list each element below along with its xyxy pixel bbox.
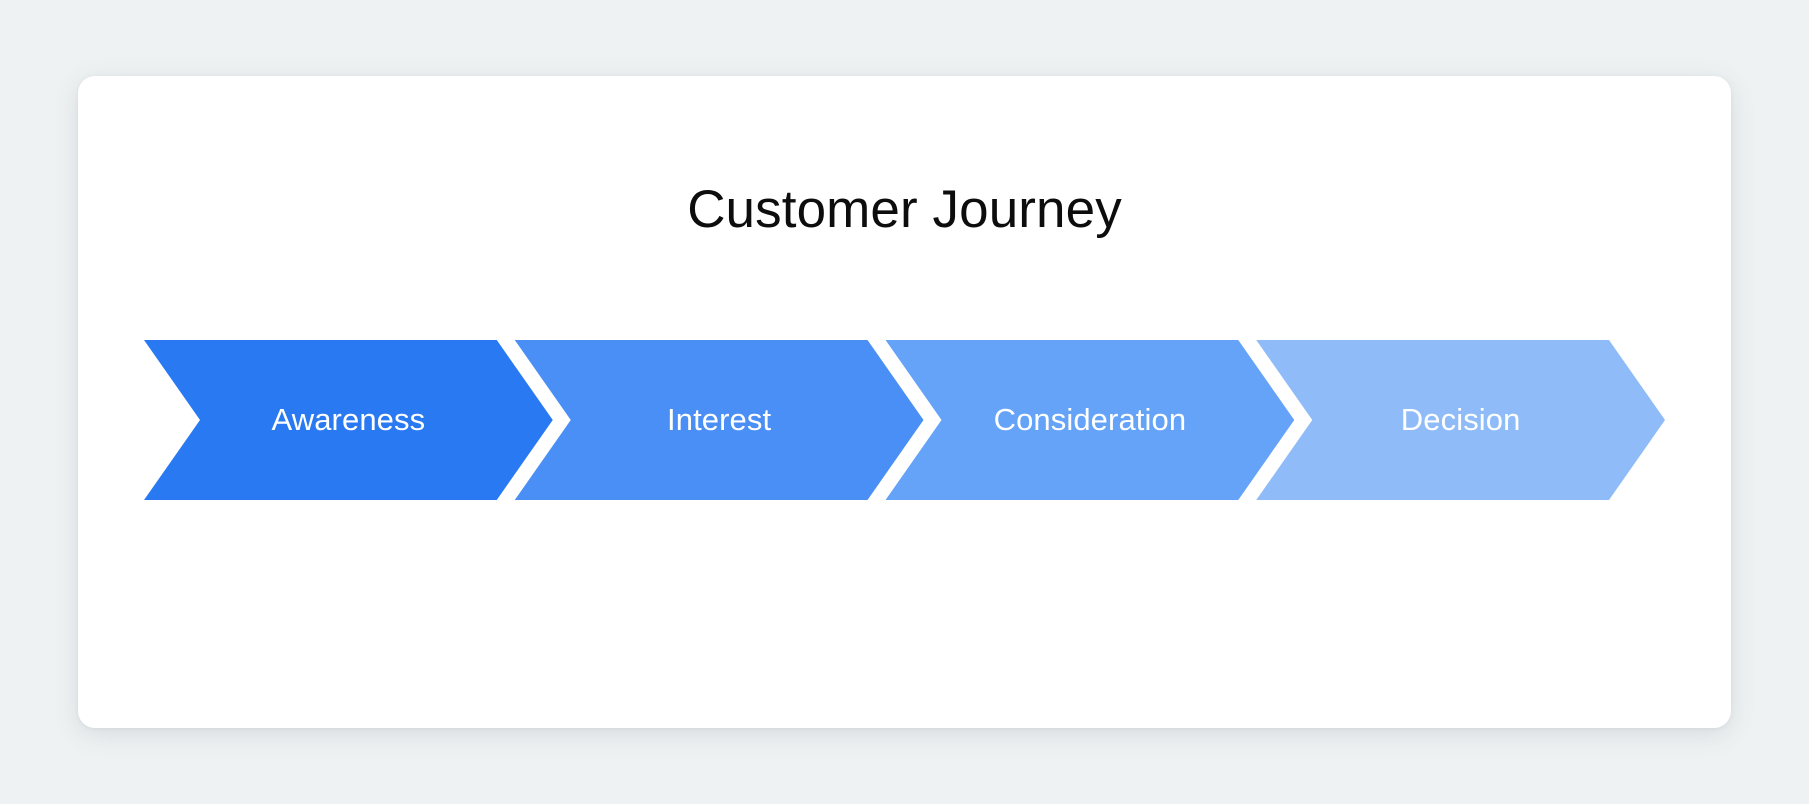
customer-journey-card: Customer Journey Awareness Interest Consid…: [78, 76, 1731, 728]
funnel-step-3[interactable]: Consideration: [886, 340, 1295, 500]
funnel-step-label: Decision: [1400, 402, 1521, 437]
funnel-step-2[interactable]: Interest: [515, 340, 924, 500]
funnel-step-4[interactable]: Decision: [1256, 340, 1665, 500]
funnel-chart: Awareness Interest Consideration Decision: [144, 340, 1665, 500]
funnel-step-1[interactable]: Awareness: [144, 340, 553, 500]
page-title: Customer Journey: [687, 180, 1122, 239]
funnel-step-label: Awareness: [271, 402, 426, 437]
funnel-step-label: Consideration: [993, 402, 1187, 437]
funnel-step-label: Interest: [667, 402, 772, 437]
